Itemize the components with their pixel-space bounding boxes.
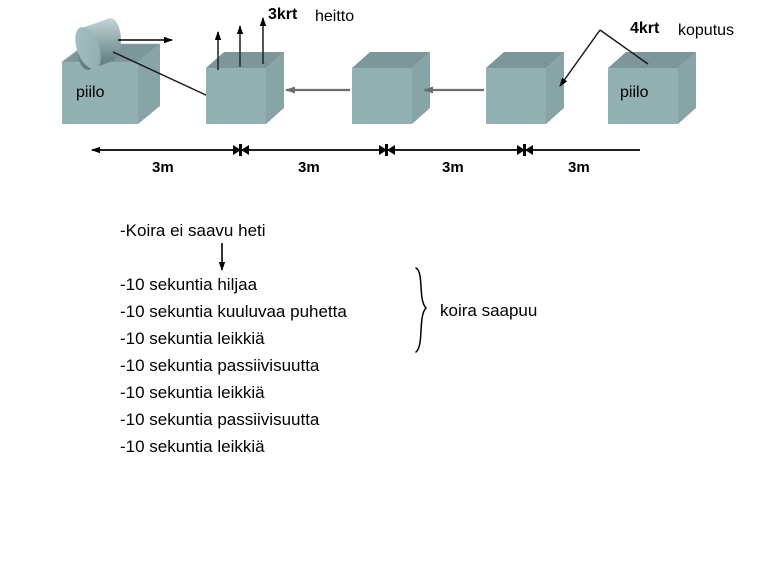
throw-arrows	[214, 17, 267, 70]
scale-segment-3-label: 3m	[442, 159, 464, 176]
brace-label: koira saapuu	[440, 301, 538, 320]
protocol-step-5: -10 sekuntia leikkiä	[120, 383, 265, 402]
protocol-step-7: -10 sekuntia leikkiä	[120, 437, 265, 456]
grouping-brace	[415, 267, 428, 353]
box-1-label: piilo	[76, 84, 105, 101]
protocol-step-2: -10 sekuntia kuuluvaa puhetta	[120, 302, 347, 321]
scale-segment-4-label: 3m	[568, 159, 590, 176]
protocol-heading: -Koira ei saavu heti	[120, 221, 266, 240]
protocol-step-1: -10 sekuntia hiljaa	[120, 275, 258, 294]
box-5-label: piilo	[620, 84, 649, 101]
protocol-step-4: -10 sekuntia passiivisuutta	[120, 356, 320, 375]
box-5	[608, 52, 696, 124]
cylinder-to-box2-leader	[112, 51, 209, 97]
throw-count-label: 3krt	[268, 6, 298, 23]
box-2	[206, 52, 284, 124]
knock-count-label: 4krt	[630, 20, 660, 37]
cylinder-object	[75, 18, 121, 70]
scale-segment-1-label: 3m	[152, 159, 174, 176]
protocol-step-3: -10 sekuntia leikkiä	[120, 329, 265, 348]
knock-word-label: koputus	[678, 22, 735, 39]
box-3	[352, 52, 430, 124]
throw-word-label: heitto	[315, 8, 355, 25]
protocol-step-6: -10 sekuntia passiivisuutta	[120, 410, 320, 429]
knock-leader	[559, 29, 649, 87]
scale-segment-2-label: 3m	[298, 159, 320, 176]
box-4	[486, 52, 564, 124]
scale-bar	[91, 144, 640, 156]
